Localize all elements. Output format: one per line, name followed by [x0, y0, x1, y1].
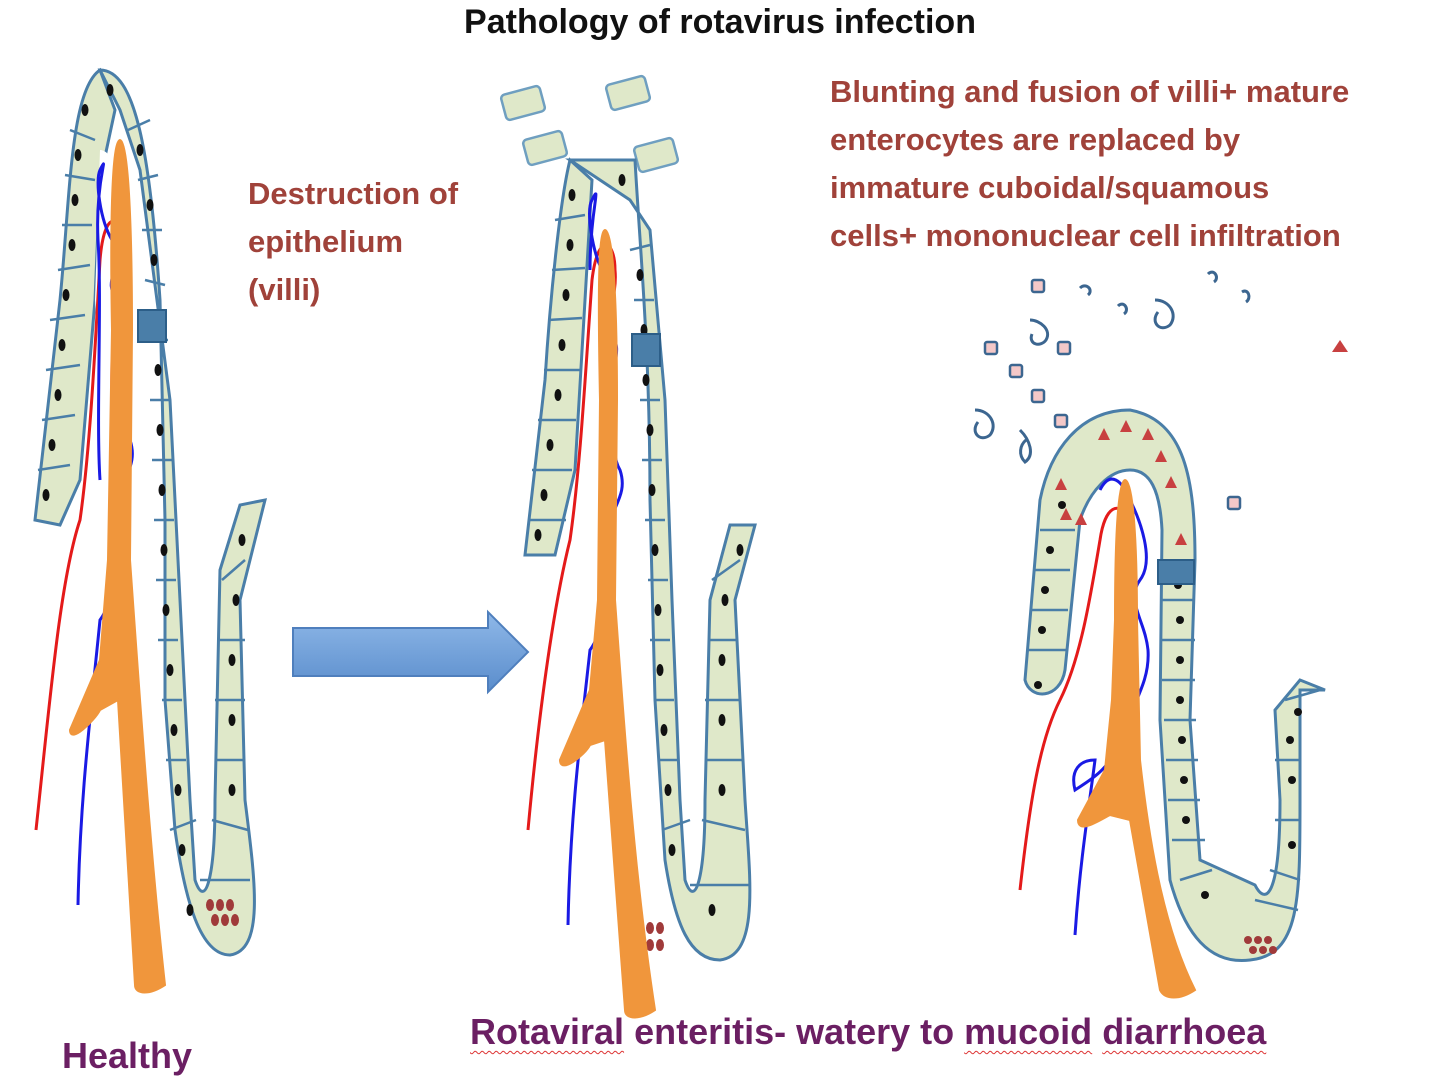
healthy-nuclei	[42, 84, 246, 916]
caption-word-mucoid: mucoid	[964, 1011, 1093, 1052]
immune-cells	[973, 270, 1251, 464]
caption-word-rotaviral: Rotaviral	[470, 1011, 625, 1052]
damaged-epithelium-left	[523, 157, 594, 557]
caption-space	[1092, 1011, 1102, 1052]
healthy-paneth-granules	[206, 899, 239, 926]
infiltrating-cell-red	[1332, 340, 1348, 352]
blunted-paneth-granules	[1244, 936, 1277, 954]
diagram-title: Pathology of rotavirus infection	[464, 3, 976, 41]
caption-segment: enteritis- watery to	[624, 1011, 965, 1052]
healthy-lacteal	[68, 138, 167, 994]
blunted-lacteal	[1076, 478, 1197, 999]
healthy-epithelium-left	[33, 67, 117, 527]
caption-enteritis: Rotaviral enteritis- watery to mucoid di…	[470, 1010, 1266, 1054]
healthy-cell-borders	[37, 118, 250, 882]
progression-arrow	[292, 609, 530, 695]
healthy-goblet-cell	[137, 309, 167, 343]
damaged-goblet-cell	[631, 333, 661, 367]
damaged-villus	[499, 74, 757, 1019]
blunted-villus	[973, 270, 1348, 999]
damaged-lacteal	[558, 228, 657, 1019]
annotation-blunting: Blunting and fusion of villi+ mature ent…	[830, 74, 1350, 253]
infiltrate-red-cells	[1055, 420, 1187, 545]
blunted-goblet-cell	[1157, 559, 1195, 585]
damaged-cell-borders	[528, 213, 750, 887]
infiltrating-cells	[983, 278, 1242, 511]
caption-word-diarrhoea: diarrhoea	[1102, 1011, 1267, 1052]
blunted-epithelium	[1023, 408, 1326, 963]
caption-healthy: Healthy	[62, 1035, 193, 1076]
sloughed-cells	[499, 74, 680, 174]
healthy-villus	[33, 67, 268, 994]
damaged-nuclei	[534, 174, 744, 916]
annotation-destruction: Destruction of epithelium (villi)	[248, 176, 459, 307]
blunted-cell-borders	[1028, 528, 1321, 912]
